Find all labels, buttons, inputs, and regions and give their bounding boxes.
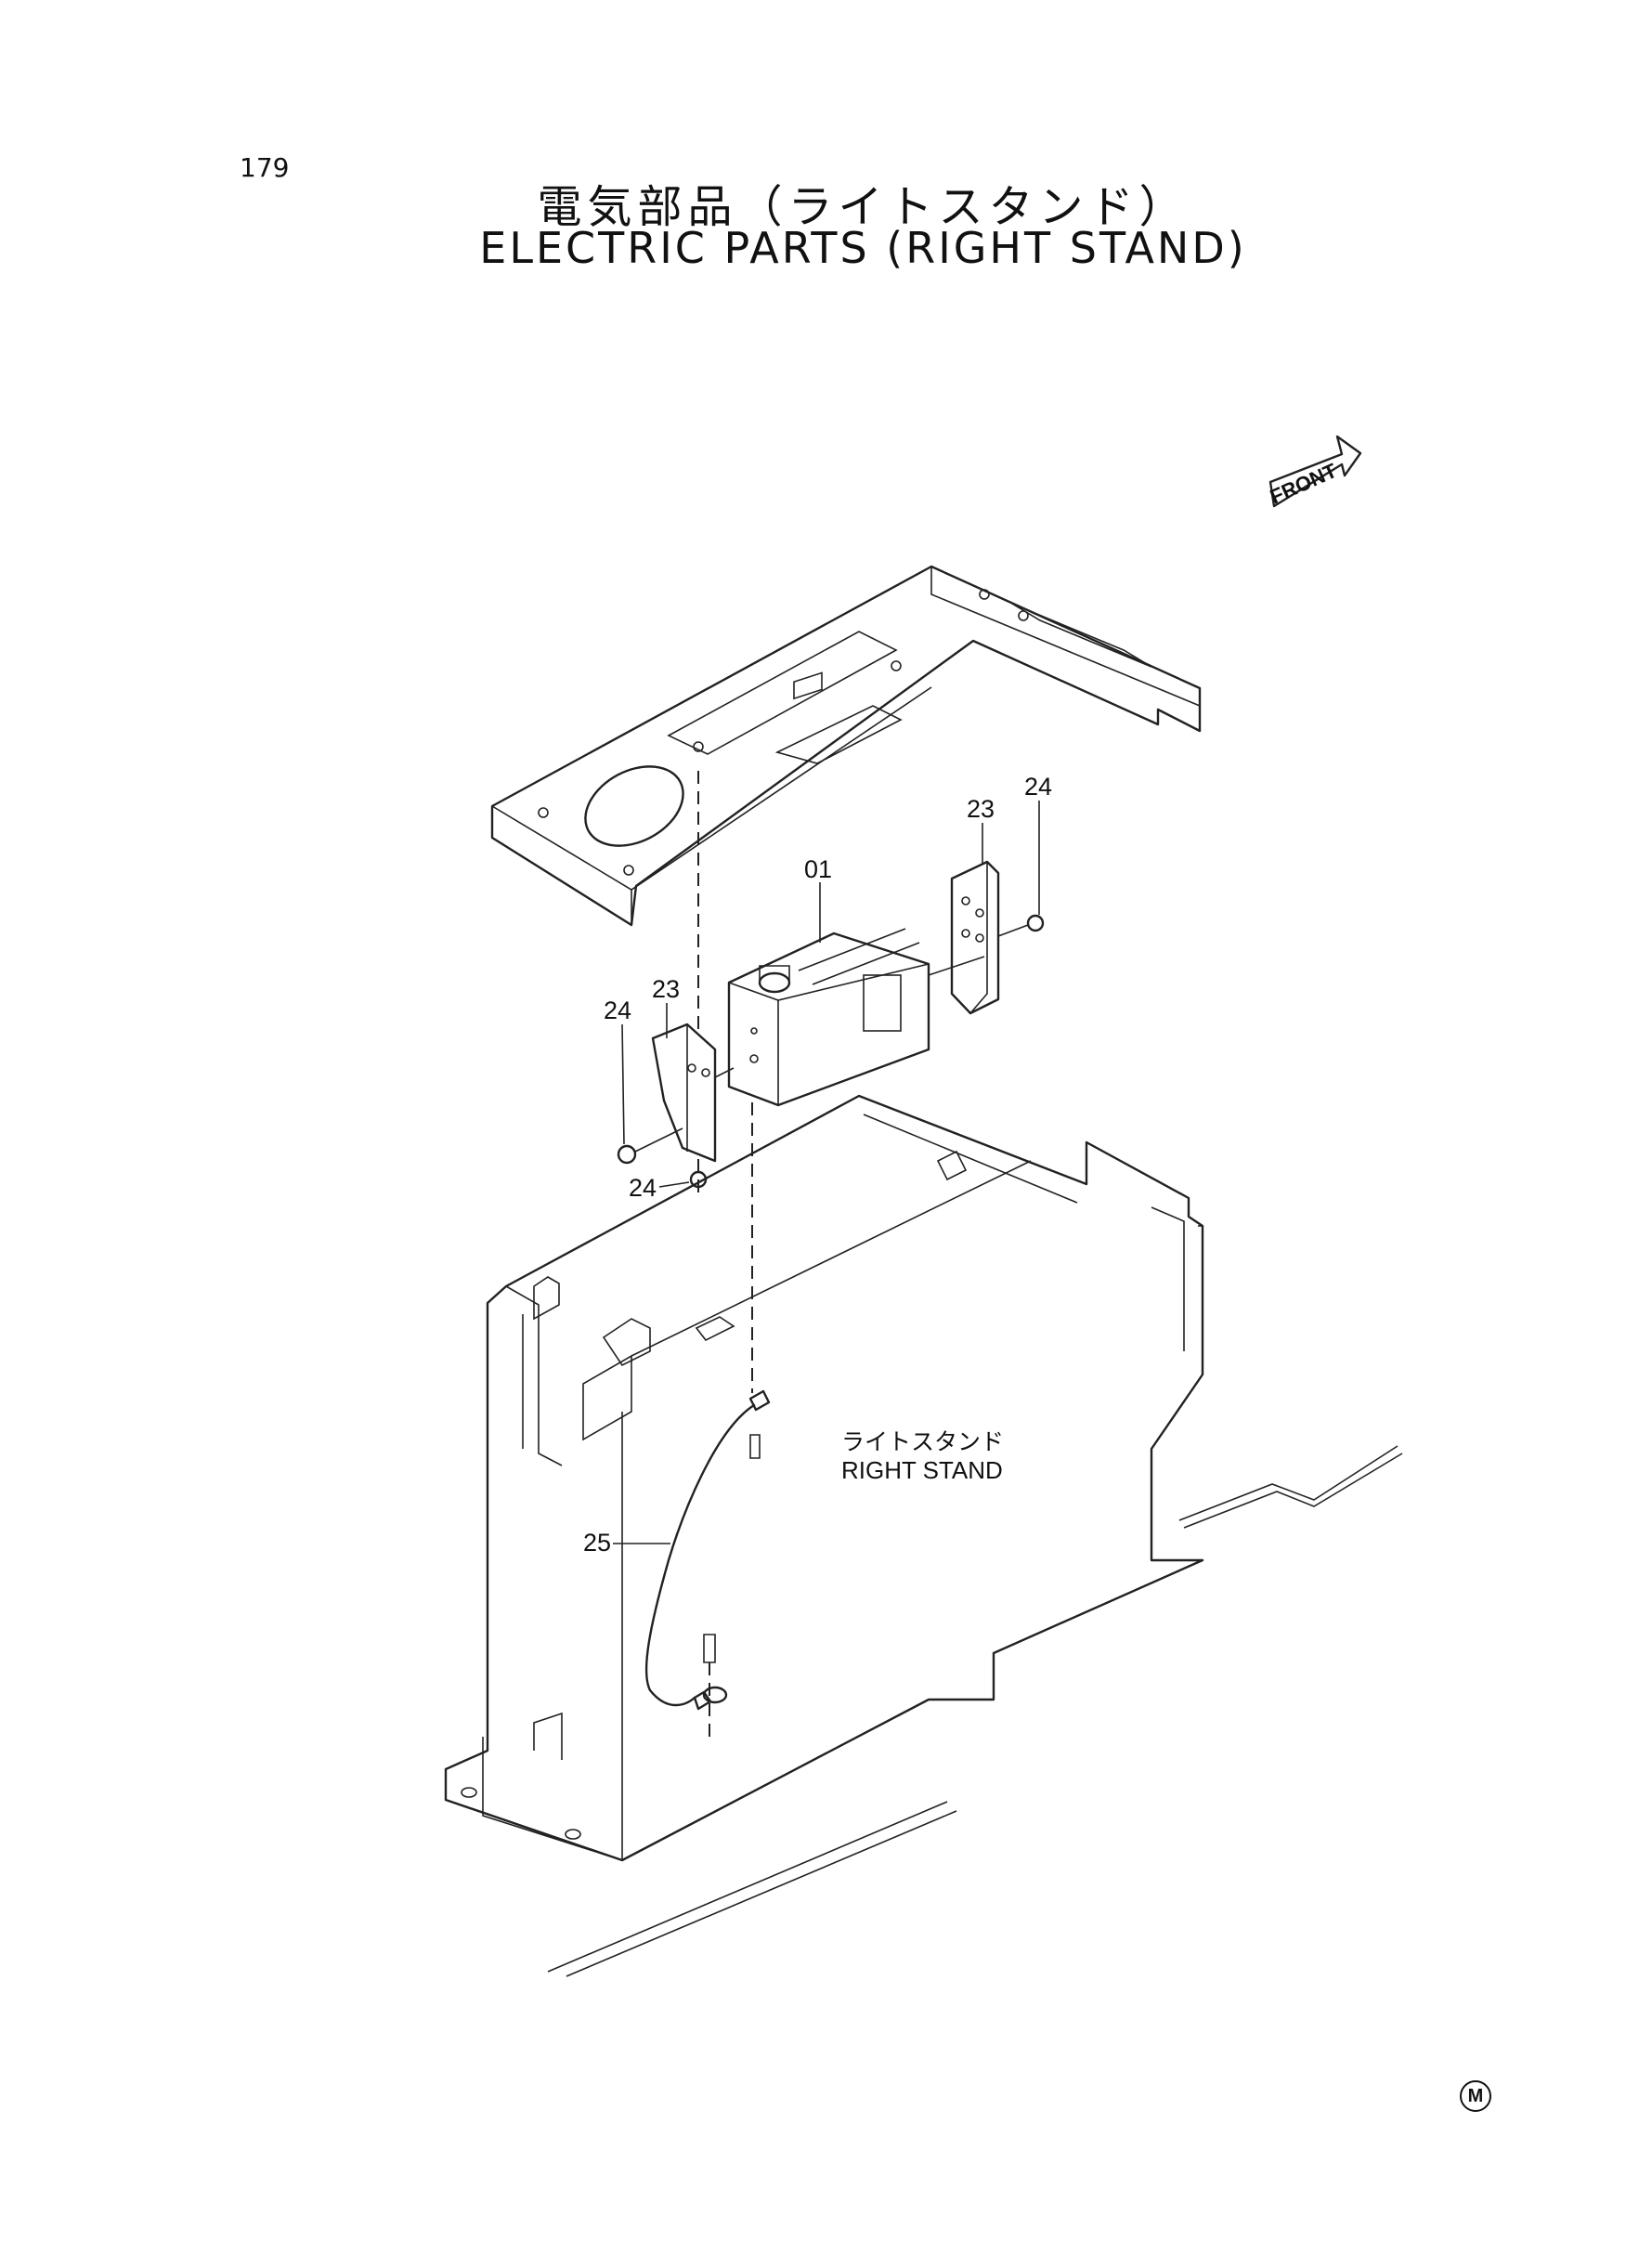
page-title-english: ELECTRIC PARTS (RIGHT STAND)	[479, 223, 1247, 273]
page-number: 179	[240, 152, 290, 183]
callout-25: 25	[583, 1529, 611, 1557]
callout-24-left: 24	[604, 997, 631, 1024]
floor-outline	[547, 1445, 1403, 1977]
right-bracket-part-23	[928, 860, 1000, 1015]
callout-24-bottom: 24	[629, 1174, 657, 1202]
callout-01: 01	[804, 855, 832, 883]
left-screw-part-24	[617, 1127, 683, 1165]
console-top-plate	[490, 565, 1202, 927]
callout-23-left: 23	[652, 975, 680, 1003]
callout-23-right: 23	[967, 795, 995, 823]
front-arrow-icon: FRONT	[1267, 435, 1362, 509]
page-title-japanese: 電気部品（ライトスタンド）	[537, 181, 1190, 233]
front-label: FRONT	[1267, 459, 1341, 509]
callout-24-right: 24	[1024, 773, 1052, 801]
right-stand-body	[444, 1094, 1204, 1862]
control-unit-part-01	[727, 671, 930, 1107]
left-bracket-part-23	[651, 1023, 735, 1163]
stand-label-japanese: ライトスタンド	[841, 1428, 1005, 1455]
ground-cable-part-25	[644, 1389, 771, 1737]
stand-label-english: RIGHT STAND	[841, 1456, 1003, 1484]
right-screw-part-24	[997, 914, 1045, 937]
registered-mark-icon: M	[1460, 2080, 1491, 2112]
